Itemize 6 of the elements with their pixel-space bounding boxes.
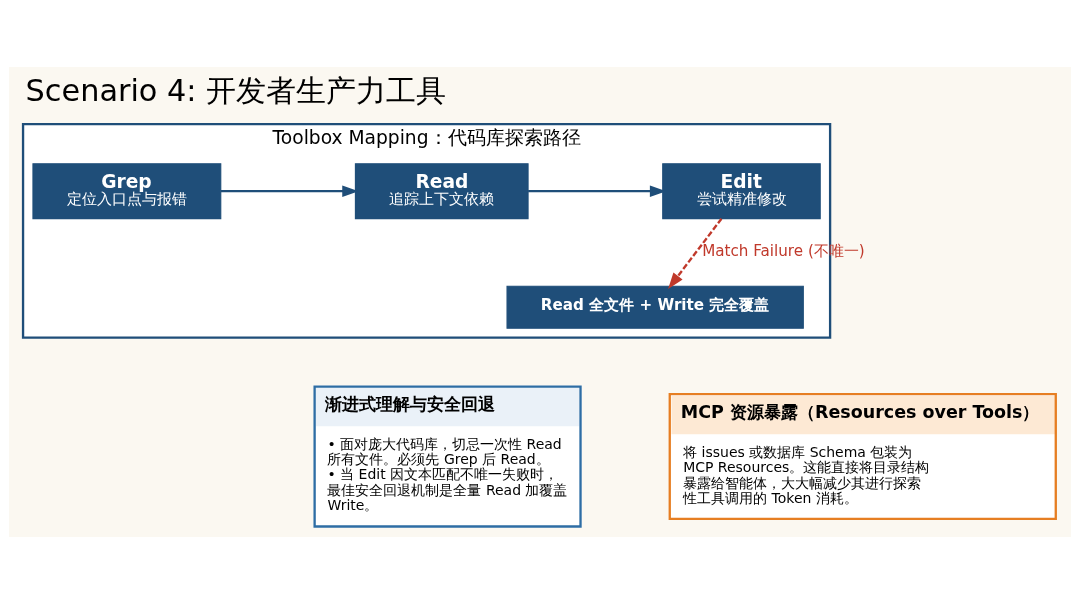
diagram-title: Scenario 4: 开发者生产力工具: [25, 72, 447, 108]
node-box: Read 全文件 + Write 完全覆盖: [506, 285, 804, 329]
arrow: [668, 217, 723, 289]
node-box: Read 追踪上下文依赖: [354, 162, 529, 219]
node-box: Grep 定位入口点与报错: [32, 162, 222, 219]
node-box: Edit 尝试精准修改: [662, 162, 821, 219]
